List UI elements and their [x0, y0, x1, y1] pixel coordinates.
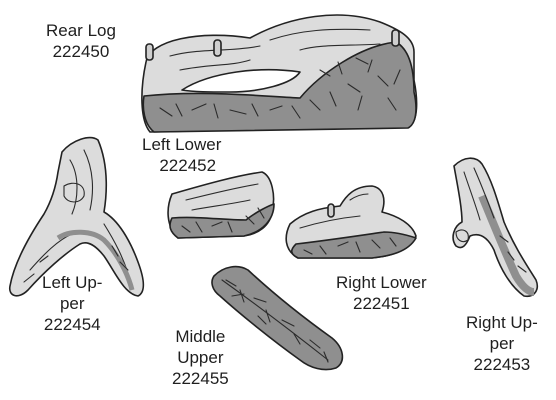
left-upper-part-number: 222454: [42, 314, 102, 335]
middle-upper-name-line-1: Middle: [172, 326, 229, 347]
right-upper-name-line-2: per: [466, 333, 538, 354]
right-lower-name-line-1: Right Lower: [336, 272, 427, 293]
left-lower-part-number: 222452: [142, 155, 221, 176]
right-lower-drawing: [286, 186, 416, 258]
left-lower-drawing: [168, 172, 274, 238]
left-lower-label: Left Lower 222452: [142, 134, 221, 176]
rear-log-name-line-1: Rear Log: [46, 20, 116, 41]
middle-upper-label: Middle Upper 222455: [172, 326, 229, 389]
right-upper-part-number: 222453: [466, 354, 538, 375]
right-upper-drawing: [453, 158, 537, 296]
middle-upper-name-line-2: Upper: [172, 347, 229, 368]
rear-log-part-number: 222450: [46, 41, 116, 62]
middle-upper-drawing: [212, 267, 342, 370]
right-upper-label: Right Up- per 222453: [466, 312, 538, 375]
left-lower-name-line-1: Left Lower: [142, 134, 221, 155]
right-upper-name-line-1: Right Up-: [466, 312, 538, 333]
right-lower-label: Right Lower 222451: [336, 272, 427, 314]
left-upper-name-line-1: Left Up-: [42, 272, 102, 293]
middle-upper-part-number: 222455: [172, 368, 229, 389]
rear-log-label: Rear Log 222450: [46, 20, 116, 62]
left-upper-label: Left Up- per 222454: [42, 272, 102, 335]
right-lower-part-number: 222451: [336, 293, 427, 314]
left-upper-name-line-2: per: [42, 293, 102, 314]
rear-log-drawing: [142, 15, 417, 132]
